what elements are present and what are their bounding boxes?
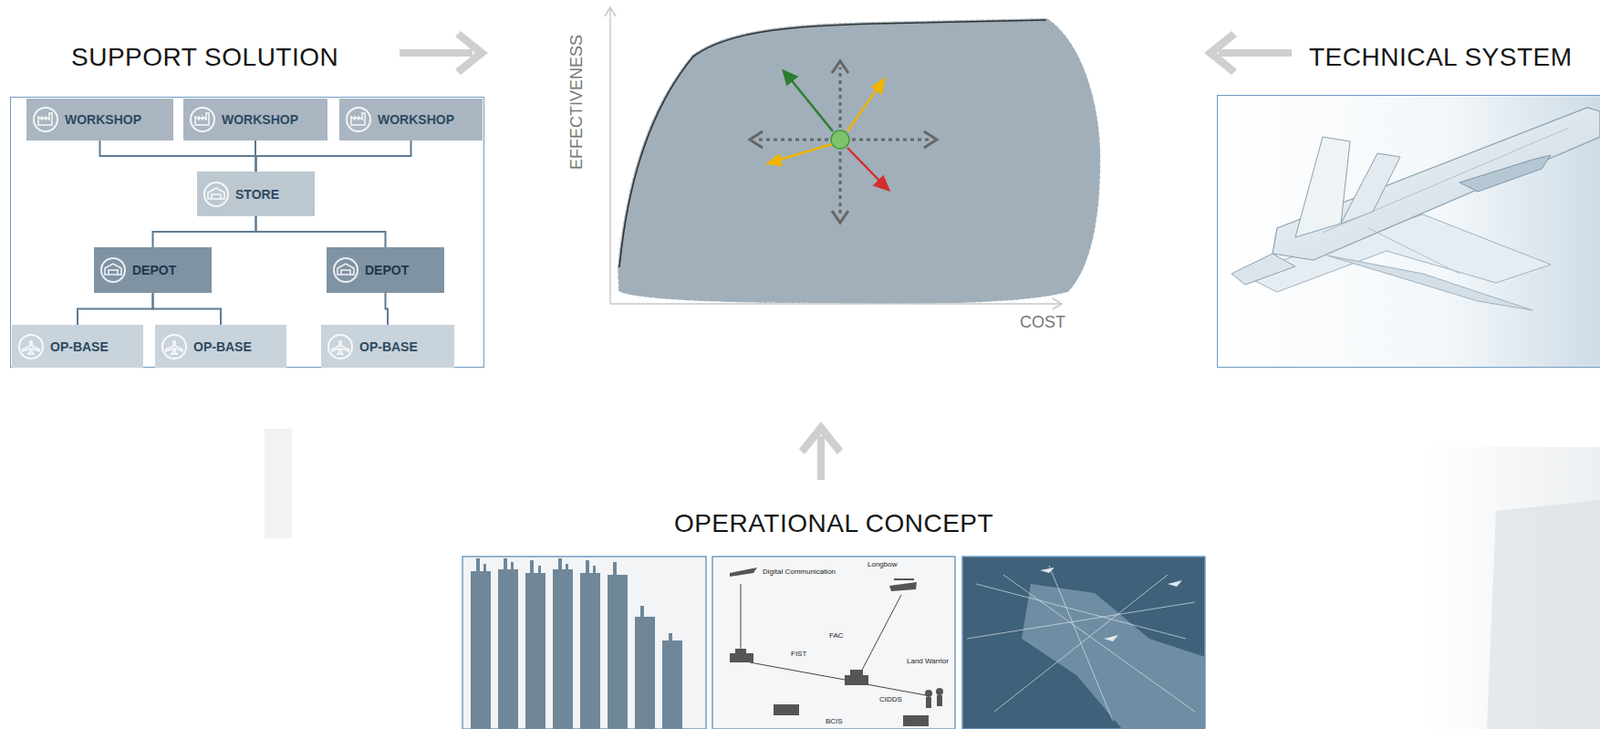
plane-icon bbox=[17, 332, 45, 361]
network-label: Longbow bbox=[866, 560, 898, 569]
axis-label: EFFECTIVENESS bbox=[567, 34, 587, 170]
icon-ring bbox=[101, 258, 125, 282]
process-box: WORKSHOP bbox=[339, 98, 483, 141]
axis-label: COST bbox=[1019, 312, 1066, 333]
flow-arrow bbox=[1204, 31, 1292, 75]
section-group: TECHNICAL SYSTEM bbox=[1216, 27, 1600, 368]
icon-glyph bbox=[195, 113, 209, 125]
jet-illustration bbox=[1217, 95, 1600, 367]
section-heading: SUPPORT SOLUTION bbox=[71, 42, 339, 73]
box-label: OP-BASE bbox=[50, 339, 109, 354]
icon-glyph bbox=[104, 263, 122, 275]
factory-icon bbox=[31, 105, 60, 134]
process-box: WORKSHOP bbox=[26, 98, 174, 141]
icon-ring bbox=[33, 107, 58, 132]
process-box: OP-BASE bbox=[155, 324, 287, 368]
faded-paper bbox=[1423, 446, 1600, 729]
box-label: DEPOT bbox=[132, 262, 177, 278]
network-label: CIDDS bbox=[878, 695, 904, 704]
plane-icon bbox=[326, 332, 354, 361]
icon-ring bbox=[162, 334, 187, 359]
store-icon bbox=[332, 256, 360, 284]
tree-connector bbox=[256, 216, 386, 248]
section-heading: OPERATIONAL CONCEPT bbox=[462, 509, 1206, 539]
network-image bbox=[712, 556, 956, 729]
icon-ring bbox=[328, 334, 353, 359]
box-label: STORE bbox=[235, 187, 280, 202]
box-label: WORKSHOP bbox=[377, 112, 455, 127]
store-icon bbox=[202, 180, 230, 208]
map-image bbox=[962, 556, 1206, 729]
icon-glyph bbox=[332, 341, 349, 354]
network-label: Land Warrior bbox=[905, 656, 950, 665]
factory-icon bbox=[344, 105, 373, 134]
icon-glyph bbox=[207, 187, 225, 199]
tree-connector bbox=[100, 140, 257, 172]
network-label: Digital Communication bbox=[761, 567, 837, 576]
process-box: DEPOT bbox=[326, 247, 445, 293]
plane-icon bbox=[160, 332, 188, 361]
icon-ring bbox=[19, 334, 43, 359]
process-box: OP-BASE bbox=[11, 324, 144, 368]
box-label: OP-BASE bbox=[359, 339, 418, 354]
icon-glyph bbox=[166, 341, 183, 354]
process-box: OP-BASE bbox=[321, 324, 455, 368]
tree-connector bbox=[385, 292, 389, 325]
tradeoff-chart bbox=[604, 7, 1099, 310]
icon-ring bbox=[333, 258, 358, 282]
section-group: OPERATIONAL CONCEPT bbox=[462, 504, 1206, 729]
tree-connector bbox=[77, 292, 154, 325]
network-label: BCIS bbox=[824, 716, 844, 726]
tree-connector bbox=[153, 292, 222, 325]
icon-glyph bbox=[351, 113, 365, 125]
box-label: WORKSHOP bbox=[221, 112, 299, 127]
tree-connector bbox=[153, 216, 257, 248]
process-box: STORE bbox=[197, 171, 315, 217]
flow-arrow bbox=[799, 421, 843, 480]
bar-image bbox=[462, 556, 707, 729]
process-box: DEPOT bbox=[93, 247, 212, 293]
faded-paper bbox=[1486, 499, 1600, 729]
store-icon bbox=[99, 256, 127, 284]
icon-glyph bbox=[337, 263, 354, 275]
icon-glyph bbox=[38, 113, 52, 125]
tree-connector bbox=[256, 140, 412, 172]
icon-ring bbox=[204, 182, 229, 207]
faded-shape bbox=[264, 428, 292, 539]
box-label: DEPOT bbox=[364, 262, 409, 278]
box-label: OP-BASE bbox=[193, 339, 252, 354]
network-label: FIST bbox=[789, 649, 808, 658]
icon-ring bbox=[346, 107, 371, 132]
section-group: SUPPORT SOLUTION WORKSHOP WORKSHOP WORKSHOP… bbox=[10, 27, 485, 368]
panel-border bbox=[1216, 94, 1600, 368]
box-label: WORKSHOP bbox=[64, 112, 142, 127]
icon-glyph bbox=[22, 341, 40, 354]
icon-ring bbox=[190, 107, 215, 132]
factory-icon bbox=[188, 105, 217, 134]
network-label: FAC bbox=[828, 631, 845, 640]
flow-arrow bbox=[399, 31, 489, 75]
process-box: WORKSHOP bbox=[183, 98, 328, 141]
section-heading: TECHNICAL SYSTEM bbox=[1309, 42, 1573, 73]
